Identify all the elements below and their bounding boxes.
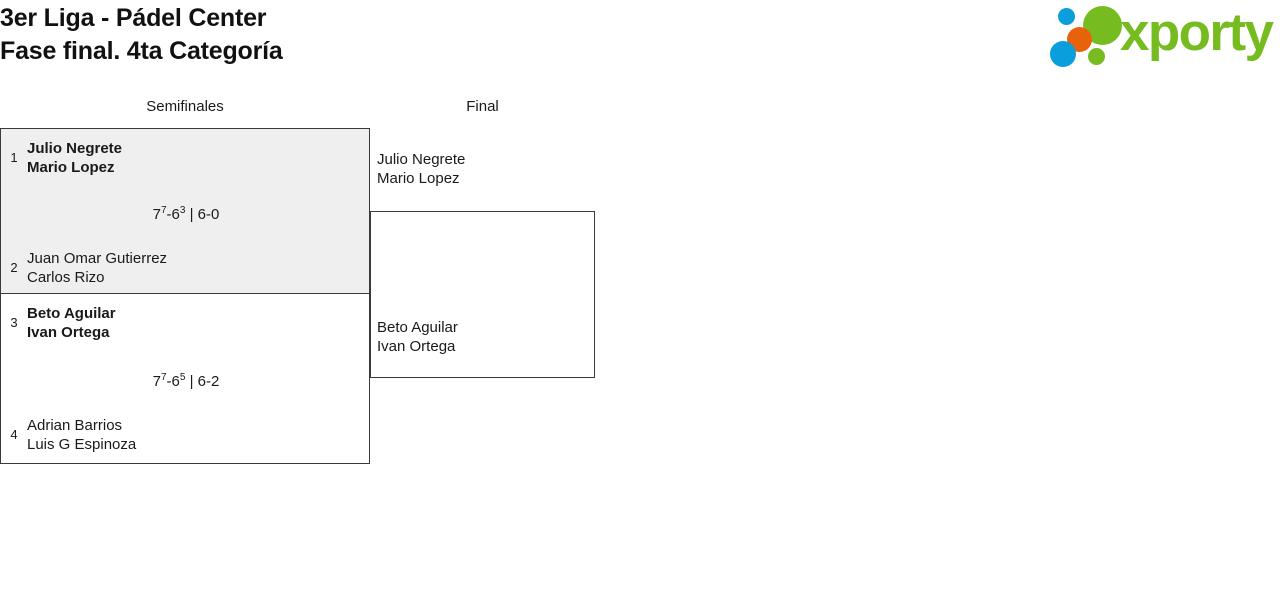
- final-team-top-player-2: Mario Lopez: [377, 170, 460, 187]
- match-2-team-bottom-player-1: Adrian Barrios: [27, 417, 123, 434]
- xporty-logo[interactable]: xporty: [1050, 3, 1274, 67]
- match-1-team-top-names: Julio Negrete Mario Lopez: [27, 139, 122, 177]
- match-2-score-set1-opp: -6: [166, 373, 180, 390]
- match-final[interactable]: [370, 211, 595, 378]
- round-header-semifinals: Semifinales: [146, 98, 224, 115]
- match-2-team-bottom-seed: 4: [10, 427, 18, 442]
- logo-dots-icon: [1050, 6, 1122, 67]
- final-team-top-player-1: Julio Negrete: [377, 151, 466, 168]
- match-1-score-set1-opp: -6: [166, 206, 180, 223]
- match-1-team-bottom-player-2: Carlos Rizo: [27, 269, 105, 286]
- match-2-team-bottom-names: Adrian Barrios Luis G Espinoza: [27, 416, 136, 454]
- round-header-final: Final: [466, 98, 499, 115]
- match-2-score-set1-tiebreak-loss: 5: [179, 372, 186, 383]
- match-1-team-top[interactable]: 1 Julio Negrete Mario Lopez: [1, 139, 371, 177]
- match-1-score-set1-games: 7: [152, 206, 161, 223]
- match-2-score-set1-games: 7: [152, 373, 161, 390]
- match-1-team-top-seed: 1: [10, 150, 18, 165]
- match-1-score-set2: | 6-0: [185, 206, 220, 223]
- match-2-team-top-player-1: Beto Aguilar: [27, 305, 116, 322]
- page-title-line-1: 3er Liga - Pádel Center: [0, 4, 267, 32]
- final-team-bottom-player-1: Beto Aguilar: [377, 319, 458, 336]
- match-1-score-set1-tiebreak-win: 7: [160, 205, 167, 216]
- final-team-bottom[interactable]: Beto Aguilar Ivan Ortega: [377, 318, 458, 356]
- match-1-team-bottom-seed: 2: [10, 260, 18, 275]
- match-semifinal-1[interactable]: 1 Julio Negrete Mario Lopez 77-63 | 6-0 …: [0, 128, 370, 294]
- match-1-team-bottom-names: Juan Omar Gutierrez Carlos Rizo: [27, 249, 167, 287]
- logo-wordmark: xporty: [1120, 3, 1274, 62]
- match-1-score-set1-tiebreak-loss: 3: [179, 205, 186, 216]
- match-2-score-set1-tiebreak-win: 7: [160, 372, 167, 383]
- match-1-team-bottom[interactable]: 2 Juan Omar Gutierrez Carlos Rizo: [1, 249, 371, 287]
- logo-dot-blue-large-icon: [1050, 41, 1076, 67]
- page-title-line-2: Fase final. 4ta Categoría: [0, 37, 283, 65]
- match-2-score-set2: | 6-2: [185, 373, 220, 390]
- page-header: 3er Liga - Pádel Center Fase final. 4ta …: [0, 0, 1280, 80]
- match-semifinal-2[interactable]: 3 Beto Aguilar Ivan Ortega 77-65 | 6-2 4…: [0, 293, 370, 464]
- match-1-score: 77-63 | 6-0: [1, 205, 371, 224]
- match-1-team-top-player-1: Julio Negrete: [27, 140, 123, 157]
- final-team-top[interactable]: Julio Negrete Mario Lopez: [377, 150, 465, 188]
- final-team-bottom-player-2: Ivan Ortega: [377, 338, 456, 355]
- logo-dot-green-small-icon: [1088, 48, 1105, 65]
- page-title: 3er Liga - Pádel Center Fase final. 4ta …: [0, 2, 283, 68]
- match-2-team-top-seed: 3: [10, 315, 18, 330]
- match-2-team-top-names: Beto Aguilar Ivan Ortega: [27, 304, 116, 342]
- match-2-team-bottom-player-2: Luis G Espinoza: [27, 436, 137, 453]
- match-1-team-bottom-player-1: Juan Omar Gutierrez: [27, 250, 168, 267]
- logo-dot-blue-small-icon: [1058, 8, 1075, 25]
- match-1-team-top-player-2: Mario Lopez: [27, 159, 115, 176]
- match-2-team-top[interactable]: 3 Beto Aguilar Ivan Ortega: [1, 304, 371, 342]
- match-2-team-top-player-2: Ivan Ortega: [27, 324, 110, 341]
- match-2-team-bottom[interactable]: 4 Adrian Barrios Luis G Espinoza: [1, 416, 371, 454]
- match-2-score: 77-65 | 6-2: [1, 372, 371, 391]
